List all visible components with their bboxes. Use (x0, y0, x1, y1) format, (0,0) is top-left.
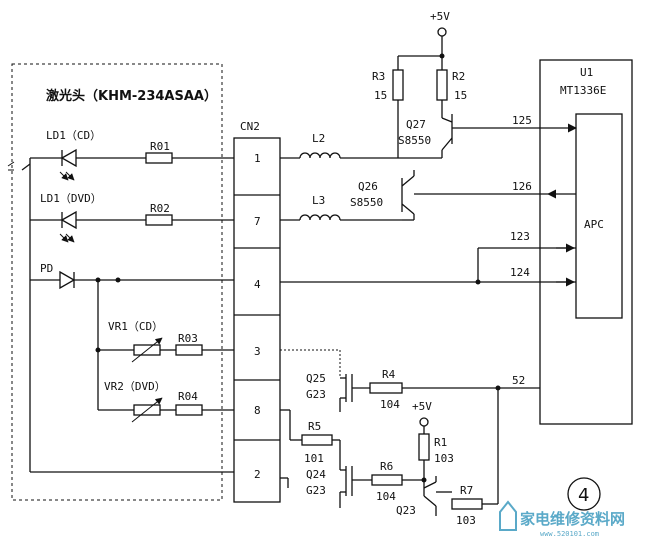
pd-photodiode (59, 270, 76, 290)
vr2-label: VR2（DVD） (104, 380, 166, 393)
q27-label: Q27 (406, 118, 426, 131)
q24-label: Q24 (306, 468, 326, 481)
cn2-label: CN2 (240, 120, 260, 133)
ic-pin-52: 52 (512, 374, 525, 387)
r03-label: R03 (178, 332, 198, 345)
apc-block (575, 113, 623, 319)
cn2-pin-7: 7 (254, 215, 261, 228)
r1-value: 103 (434, 452, 454, 465)
r7-value: 103 (456, 514, 476, 527)
r3-resistor (392, 69, 404, 101)
r5-value: 101 (304, 452, 324, 465)
cn2-pin-2: 2 (254, 468, 261, 481)
u1-label: U1 (580, 66, 593, 79)
q26-type: S8550 (350, 196, 383, 209)
u1-part: MT1336E (560, 84, 606, 97)
figure-number: 4 (578, 485, 589, 506)
apc-label: APC (584, 218, 604, 231)
r4-label: R4 (382, 368, 396, 381)
ic-pin-126: 126 (512, 180, 532, 193)
cn2-connector (233, 137, 281, 503)
watermark-logo (499, 500, 517, 531)
vcc-mid-label: +5V (412, 400, 432, 413)
r02-resistor (145, 214, 173, 226)
r02-label: R02 (150, 202, 170, 215)
r7-label: R7 (460, 484, 473, 497)
cn2-pin-3: 3 (254, 345, 261, 358)
r3-label: R3 (372, 70, 385, 83)
vcc-mid-terminal (419, 417, 429, 427)
l2-label: L2 (312, 132, 325, 145)
r7-resistor (451, 498, 483, 510)
q26-label: Q26 (358, 180, 378, 193)
r01-resistor (145, 152, 173, 164)
figure-number-circle (567, 477, 601, 511)
r6-label: R6 (380, 460, 393, 473)
pd-label: PD (40, 262, 53, 275)
r03-resistor (175, 344, 203, 356)
ic-pin-124: 124 (510, 266, 530, 279)
r2-label: R2 (452, 70, 465, 83)
q25-type: G23 (306, 388, 326, 401)
ld1-dvd-label: LD1（DVD） (40, 192, 102, 205)
ld1-cd-diode (59, 148, 77, 181)
vr1-label: VR1（CD） (108, 320, 163, 333)
q25-label: Q25 (306, 372, 326, 385)
l3-label: L3 (312, 194, 325, 207)
cn2-pin-8: 8 (254, 404, 261, 417)
r1-label: R1 (434, 436, 447, 449)
r04-resistor (175, 404, 203, 416)
ic-pin-125: 125 (512, 114, 532, 127)
r6-value: 104 (376, 490, 396, 503)
r2-value: 15 (454, 89, 467, 102)
ld1-cd-label: LD1（CD） (46, 129, 101, 142)
r2-resistor (436, 69, 448, 101)
r5-label: R5 (308, 420, 321, 433)
r04-label: R04 (178, 390, 198, 403)
q23-label: Q23 (396, 504, 416, 517)
l3-inductor (299, 214, 341, 221)
r3-value: 15 (374, 89, 387, 102)
ic-pin-123: 123 (510, 230, 530, 243)
laser-head-title: 激光头（KHM-234ASAA） (46, 88, 217, 104)
r01-label: R01 (150, 140, 170, 153)
r5-resistor (301, 434, 333, 446)
cn2-pin-4: 4 (254, 278, 261, 291)
q27-type: S8550 (398, 134, 431, 147)
ld1-dvd-diode (59, 210, 77, 243)
vcc-top-label: +5V (430, 10, 450, 23)
u1-ic (539, 59, 633, 425)
r6-resistor (371, 474, 403, 486)
watermark-url: www.520101.com (540, 530, 599, 538)
r4-value: 104 (380, 398, 400, 411)
l2-inductor (299, 152, 341, 159)
vcc-top-terminal (437, 27, 447, 37)
q24-type: G23 (306, 484, 326, 497)
watermark-text: 家电维修资料网 (520, 510, 625, 528)
cn2-pin-1: 1 (254, 152, 261, 165)
r1-resistor (418, 433, 430, 461)
laser-head-outline (11, 63, 223, 501)
r4-resistor (369, 382, 403, 394)
